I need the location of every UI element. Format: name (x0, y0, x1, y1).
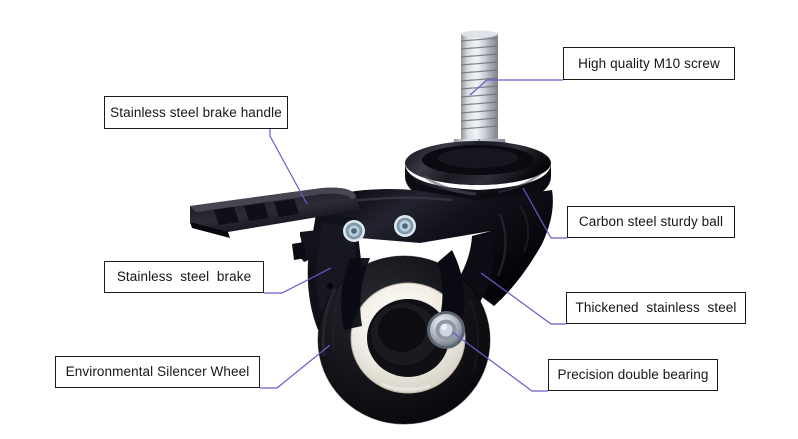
callout-thickened-stainless-steel[interactable]: Thickened stainless steel (566, 292, 746, 324)
axle-nut (427, 311, 465, 349)
wheel-assembly (317, 250, 491, 425)
brake-cam-lever (292, 230, 320, 262)
callout-carbon-steel-sturdy-ball[interactable]: Carbon steel sturdy ball (567, 206, 735, 238)
callout-stainless-steel-brake-handle[interactable]: Stainless steel brake handle (104, 96, 288, 129)
callout-environmental-silencer-wheel[interactable]: Environmental Silencer Wheel (55, 356, 260, 388)
brake-pedal (190, 187, 360, 238)
callout-high-quality-m10-screw[interactable]: High quality M10 screw (563, 47, 735, 80)
callout-precision-double-bearing[interactable]: Precision double bearing (548, 359, 718, 391)
bolt-head-right (394, 215, 416, 237)
bolt-head-left (343, 220, 365, 242)
m10-threaded-stem (452, 30, 507, 159)
callout-stainless-steel-brake[interactable]: Stainless steel brake (104, 261, 264, 293)
